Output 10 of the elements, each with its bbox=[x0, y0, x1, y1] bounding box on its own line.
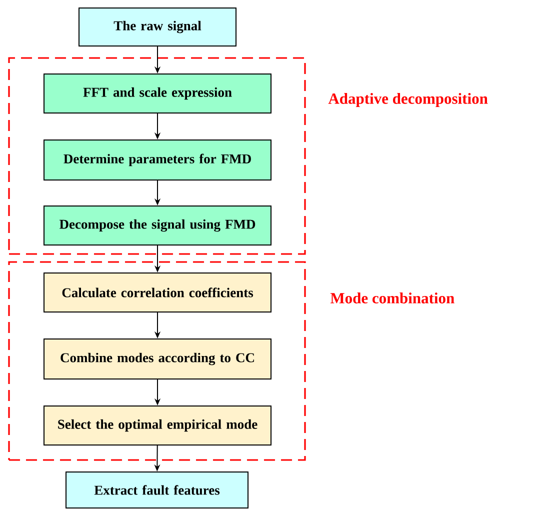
process-box: Select the optimal empirical mode bbox=[44, 406, 272, 446]
process-box: Extract fault features bbox=[66, 472, 248, 508]
process-box: The raw signal bbox=[78, 8, 236, 46]
process-box: Determine parameters for FMD bbox=[44, 140, 272, 180]
process-box: Decompose the signal using FMD bbox=[44, 206, 272, 246]
process-box: FFT and scale expression bbox=[44, 74, 272, 114]
group-heading: Mode combination bbox=[330, 292, 454, 304]
process-box: Calculate correlation coefficients bbox=[44, 272, 272, 312]
group-heading: Adaptive decomposition bbox=[328, 92, 488, 108]
process-box: Combine modes according to CC bbox=[44, 338, 272, 380]
